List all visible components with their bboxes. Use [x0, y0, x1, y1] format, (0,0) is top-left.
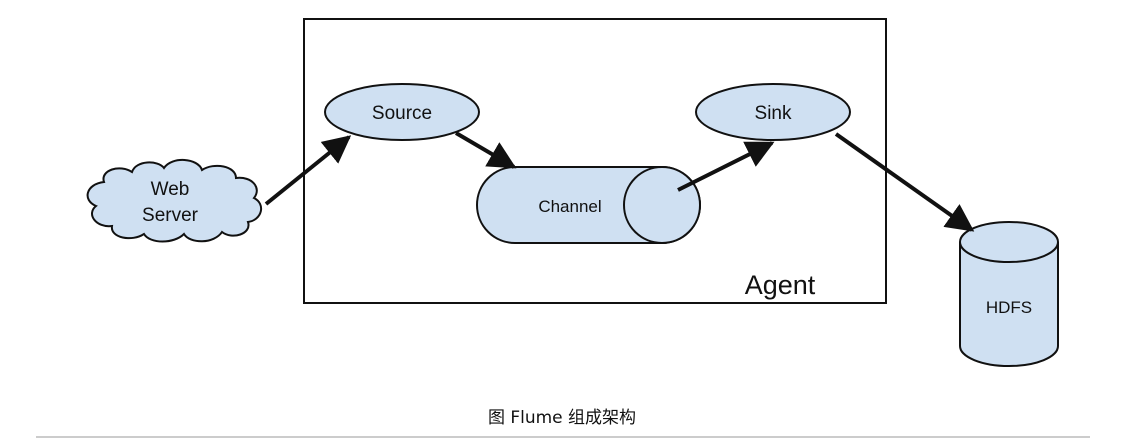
agent-label: Agent [745, 270, 816, 300]
hdfs-label: HDFS [986, 298, 1032, 317]
hdfs-node: HDFS [959, 221, 1059, 367]
arrow-webserver-to-source [264, 135, 352, 206]
web-server-node: Web Server [86, 159, 263, 243]
sink-node: Sink [695, 83, 851, 141]
source-label: Source [372, 103, 432, 124]
hdfs-body [959, 242, 1059, 367]
hdfs-top-cap [959, 221, 1059, 263]
arrow-source-to-channel [454, 131, 517, 169]
figure-caption: 图 Flume 组成架构 [488, 408, 636, 428]
sink-label: Sink [755, 103, 792, 124]
source-node: Source [324, 83, 480, 141]
channel-end-cap [623, 166, 701, 244]
channel-label: Channel [538, 197, 601, 216]
cloud-shape [86, 159, 263, 243]
arrow-sink-to-hdfs [834, 132, 975, 232]
web-server-label-line1: Web [151, 179, 190, 200]
agent-box [303, 18, 887, 304]
web-server-label-line2: Server [142, 205, 199, 226]
arrow-channel-to-sink [677, 141, 775, 192]
channel-node: Channel [476, 166, 701, 244]
